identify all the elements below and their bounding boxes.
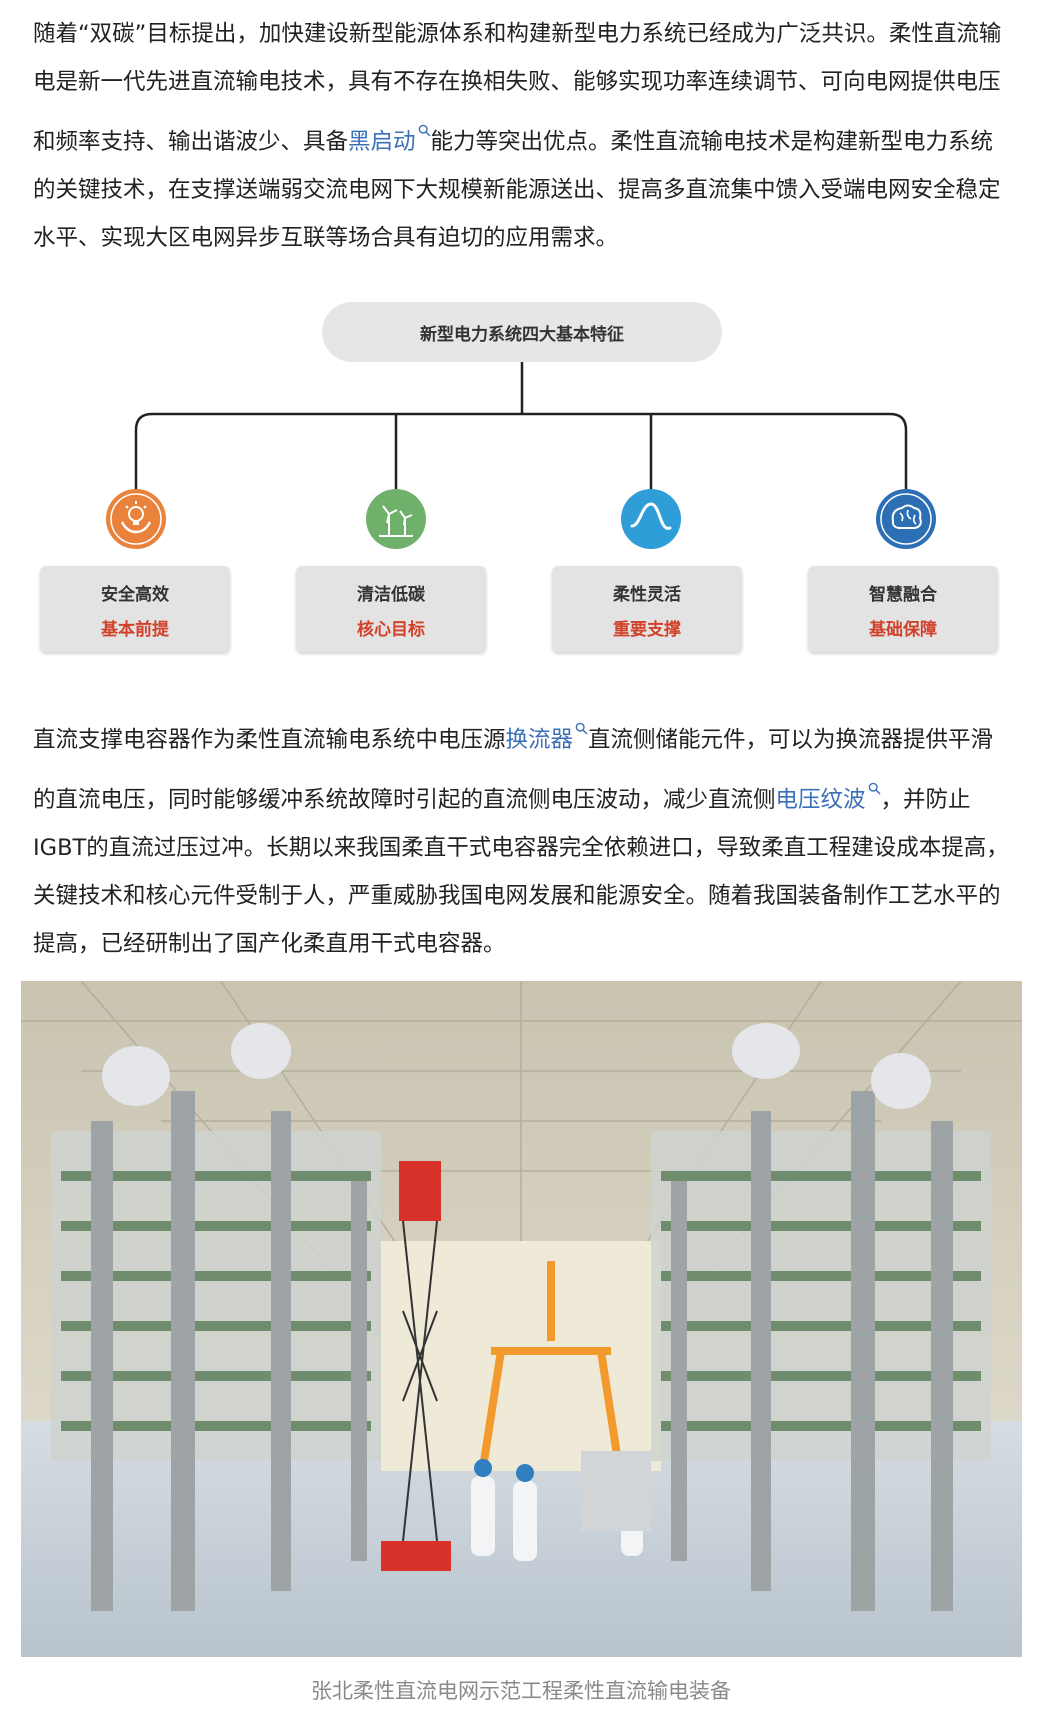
photo-illustration (21, 981, 1022, 1657)
intro-paragraph: 随着“双碳”目标提出，加快建设新型能源体系和构建新型电力系统已经成为广泛共识。柔… (33, 10, 1009, 262)
brain-icon (875, 488, 937, 550)
diagram-root-node: 新型电力系统四大基本特征 (322, 302, 722, 362)
feature-title: 柔性灵活 (613, 585, 681, 605)
voltage-ripple-link[interactable]: 电压纹波 (775, 787, 866, 813)
feature-subtitle: 核心目标 (357, 620, 425, 640)
capacitor-paragraph: 直流支撑电容器作为柔性直流输电系统中电压源换流器直流侧储能元件，可以为换流器提供… (33, 704, 1009, 968)
feature-title: 清洁低碳 (357, 585, 425, 605)
four-features-diagram: 新型电力系统四大基本特征 安全高效 基本前提 (0, 290, 1042, 670)
search-icon[interactable] (575, 704, 588, 735)
capacitor-text-part2: 直流侧储能元件，可以为换流器提供平滑的直流电压，同时能够缓冲系统故障时引起的直流… (33, 727, 994, 813)
feature-subtitle: 基本前提 (101, 620, 169, 640)
photo-caption: 张北柔性直流电网示范工程柔性直流输电装备 (311, 1679, 731, 1703)
intro-text-part1: 随着“双碳”目标提出，加快建设新型能源体系和构建新型电力系统已经成为广泛共识。柔… (33, 21, 1002, 155)
tree-connector-lines (134, 362, 908, 490)
feature-card-clean: 清洁低碳 核心目标 (296, 566, 486, 652)
wave-icon (620, 488, 682, 550)
feature-card-flexible: 柔性灵活 重要支撑 (552, 566, 742, 652)
wind-turbine-icon (365, 488, 427, 550)
search-icon[interactable] (868, 764, 881, 795)
capacitor-text-part1: 直流支撑电容器作为柔性直流输电系统中电压源 (33, 727, 506, 753)
converter-link[interactable]: 换流器 (505, 727, 574, 753)
bulb-hands-icon (105, 488, 167, 550)
feature-card-safety: 安全高效 基本前提 (40, 566, 230, 652)
feature-title: 安全高效 (101, 585, 169, 605)
feature-title: 智慧融合 (869, 585, 937, 605)
feature-card-smart: 智慧融合 基础保障 (808, 566, 998, 652)
feature-subtitle: 重要支撑 (613, 620, 681, 640)
black-start-link[interactable]: 黑启动 (348, 129, 416, 155)
converter-hall-photo (21, 981, 1022, 1657)
capacitor-text-part3: ，并防止IGBT的直流过压过冲。长期以来我国柔直干式电容器完全依赖进口，导致柔直… (33, 787, 1009, 957)
search-icon[interactable] (418, 106, 431, 137)
intro-text-part2: 能力等突出优点。柔性直流输电技术是构建新型电力系统的关键技术，在支撑送端弱交流电… (33, 129, 1001, 251)
feature-subtitle: 基础保障 (869, 620, 937, 640)
